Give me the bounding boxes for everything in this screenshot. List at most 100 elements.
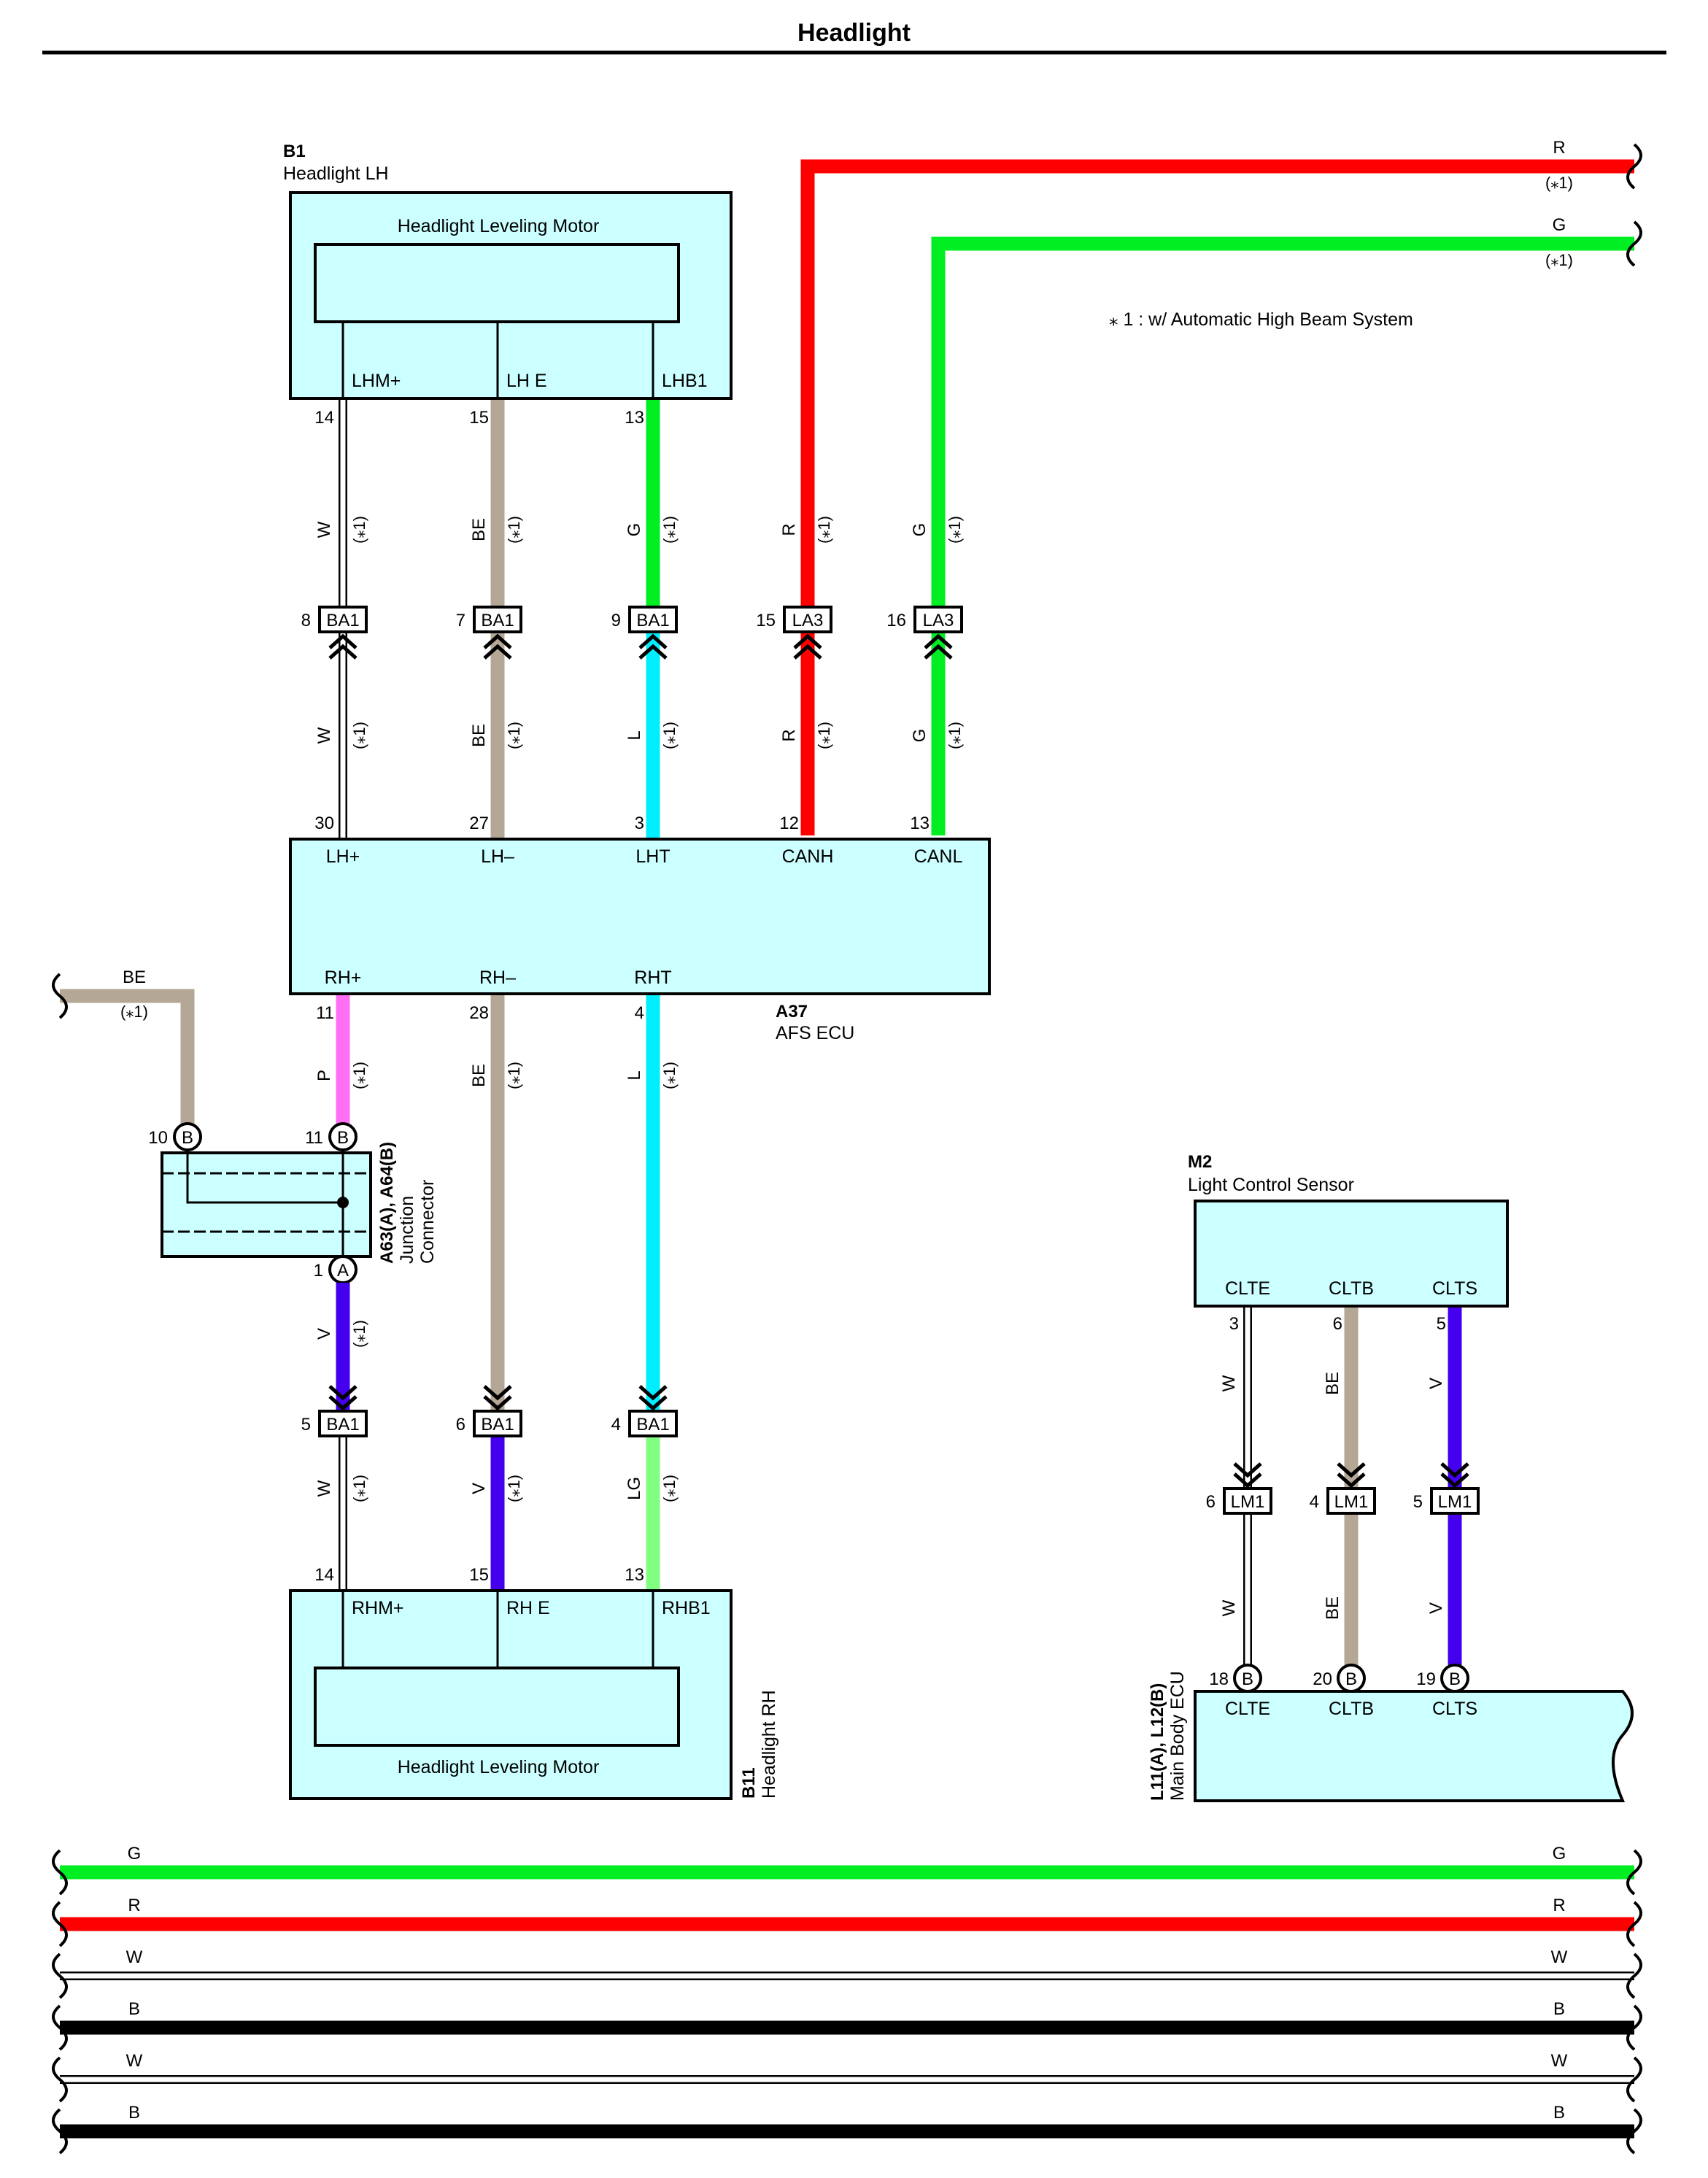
svg-text:(⁎1): (⁎1) [660,1475,679,1502]
svg-text:9: 9 [611,611,621,630]
svg-text:18: 18 [1209,1669,1229,1689]
connector-lm1: LM1 6 LM1 4 LM1 5 [1206,1487,1480,1515]
svg-text:4: 4 [611,1415,621,1434]
wire-color-p: P [314,1070,334,1081]
svg-text:V: V [1426,1378,1446,1389]
svg-text:G: G [128,1844,142,1864]
svg-text:6: 6 [456,1415,465,1434]
svg-text:B: B [1345,1669,1357,1689]
svg-text:19: 19 [1416,1669,1436,1689]
junction-connector [161,1137,372,1270]
svg-text:BA1: BA1 [481,611,514,630]
wire-color-w1: W [314,521,334,538]
svg-text:CLTS: CLTS [1432,1699,1477,1719]
svg-text:LH–: LH– [481,846,514,867]
svg-text:V: V [469,1483,489,1494]
wire-color-r1: R [779,523,799,536]
a37-name: AFS ECU [776,1023,854,1043]
wire-labels-b1-lower: W (⁎1) BE (⁎1) L (⁎1) R (⁎1) G (⁎1) [314,722,964,749]
svg-text:4: 4 [635,1003,644,1023]
b1-id: B1 [283,142,306,161]
svg-text:B: B [1553,1999,1565,2019]
b1-pin-3: 13 [625,408,644,428]
svg-text:12: 12 [779,814,799,833]
junction-pin-10 [173,1122,202,1151]
m2-pins: 3 6 5 [1229,1314,1446,1334]
svg-text:(⁎1): (⁎1) [660,1062,679,1089]
a37-id: A37 [776,1002,808,1022]
svg-text:11: 11 [316,1003,334,1023]
a37-bottom-pins: 11 28 4 [316,1003,644,1023]
wire-color-be1: BE [469,518,489,541]
svg-text:(⁎1): (⁎1) [815,722,833,749]
svg-text:B: B [337,1128,349,1148]
svg-text:W: W [1551,2051,1568,2071]
svg-text:LA3: LA3 [923,611,954,630]
svg-text:(⁎1): (⁎1) [505,722,523,749]
svg-text:(⁎1): (⁎1) [350,1062,368,1089]
svg-text:B: B [128,1999,140,2019]
svg-text:A: A [337,1261,349,1281]
junction-name-2: Connector [417,1180,438,1264]
svg-text:20: 20 [1313,1669,1332,1689]
junction-id: A63(A), A64(B) [377,1142,397,1264]
svg-text:3: 3 [1229,1314,1239,1334]
wire-color-l3: L [625,1070,644,1080]
svg-text:6: 6 [1333,1314,1342,1334]
svg-text:(⁎1): (⁎1) [946,722,964,749]
svg-text:CANL: CANL [914,846,963,867]
wire-color-g1b: G [910,523,930,537]
svg-text:(⁎1): (⁎1) [350,1475,368,1502]
b1-pin-2: 15 [469,408,489,428]
svg-text:W: W [1551,1947,1568,1967]
svg-text:W: W [126,2051,143,2071]
break-mark-left [52,973,68,1019]
b1-motor [314,243,680,323]
wire-color-junction-v: V [314,1328,334,1340]
m2-name: Light Control Sensor [1188,1175,1354,1195]
b1-pin-1: 14 [314,408,334,428]
junction-pin-11 [328,1122,358,1151]
chevrons-lower [328,1385,668,1411]
svg-text:(⁎1): (⁎1) [350,722,368,749]
chevrons-upper [328,633,953,660]
b11-id: B11 [739,1767,759,1799]
svg-text:CANH: CANH [782,846,834,867]
b11-term-rhe: RH E [506,1598,550,1618]
l11-terminals: CLTE CLTB CLTS [1225,1699,1477,1719]
svg-text:BA1: BA1 [636,611,669,630]
wire-labels-m2-upper: W BE V [1219,1372,1446,1395]
ast-left-be: (⁎1) [120,1003,148,1021]
ast-r1: (⁎1) [815,516,833,544]
svg-text:4: 4 [1310,1492,1319,1512]
svg-text:11: 11 [305,1128,323,1148]
svg-text:1: 1 [314,1261,323,1281]
b1-term-lhe: LH E [506,371,547,391]
svg-text:7: 7 [456,611,465,630]
svg-text:6: 6 [1206,1492,1216,1512]
svg-text:V: V [1426,1602,1446,1614]
bus-wires [60,1865,1634,2139]
svg-text:(⁎1): (⁎1) [350,1320,368,1348]
svg-text:W: W [1219,1599,1239,1616]
svg-text:R: R [128,1896,140,1915]
wire-color-top-g: G [1553,215,1566,235]
svg-text:LG: LG [625,1477,644,1500]
a37-box [289,838,991,995]
ast-g1b: (⁎1) [946,516,964,544]
wire-color-left-be: BE [123,968,146,987]
svg-text:LM1: LM1 [1438,1492,1472,1512]
svg-text:BA1: BA1 [636,1415,669,1434]
b11-motor [314,1667,680,1747]
svg-text:14: 14 [314,1565,334,1585]
l11-name: Main Body ECU [1167,1671,1188,1801]
connector-ba1-upper: BA1 8 BA1 7 BA1 9 [301,606,678,633]
svg-text:LM1: LM1 [1231,1492,1265,1512]
wire-color-top-r: R [1553,138,1565,158]
wire-color-l2: L [625,730,644,740]
connector-la3: LA3 15 LA3 16 [756,606,963,633]
break-mark-green [1626,220,1642,267]
svg-text:B: B [1449,1669,1461,1689]
svg-text:BE: BE [1323,1596,1342,1620]
